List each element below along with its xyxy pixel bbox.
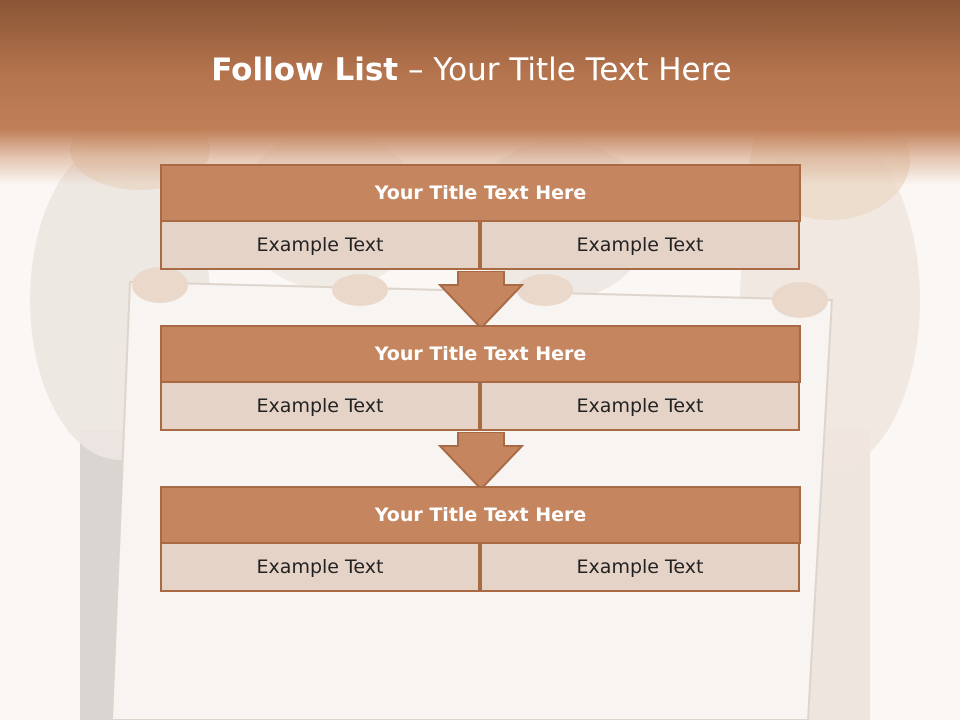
step-right-cell: Example Text [480,220,800,270]
step-left-cell: Example Text [160,542,480,592]
step-right-cell: Example Text [480,542,800,592]
step-title: Your Title Text Here [160,486,801,544]
step-title: Your Title Text Here [160,164,801,222]
header-band [0,0,960,185]
slide-title-bold: Follow List [211,52,399,88]
step-left-cell: Example Text [160,220,480,270]
down-arrow-icon [438,432,524,490]
step-left-cell: Example Text [160,381,480,431]
down-arrow-icon [438,271,524,329]
step-title: Your Title Text Here [160,325,801,383]
slide-title-rest: – Your Title Text Here [407,52,732,88]
step-right-cell: Example Text [480,381,800,431]
slide-title: Follow List – Your Title Text Here [0,52,943,88]
